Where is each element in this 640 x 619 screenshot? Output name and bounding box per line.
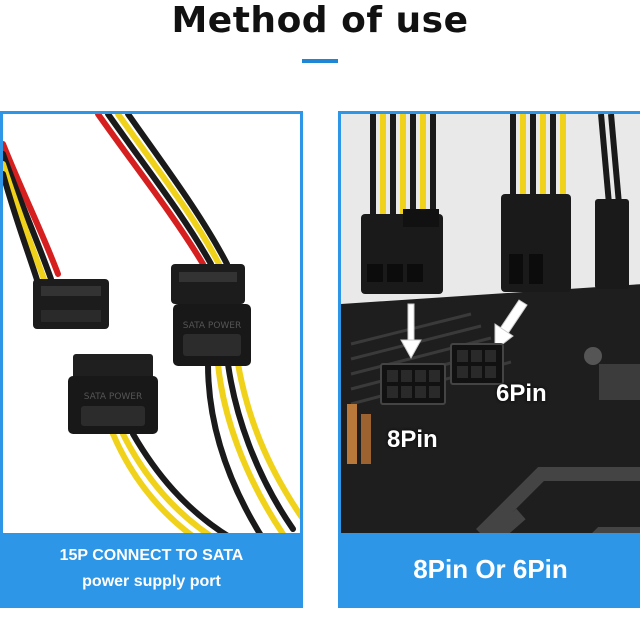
page-title: Method of use (171, 0, 469, 41)
sata-male-connector-right: SATA POWER (173, 304, 251, 366)
pcie-8pin-plug (361, 209, 443, 294)
sata-panel: SATA POWER SATA POWER 15P CONNECT TO SAT… (0, 111, 303, 608)
sata-wires (3, 114, 300, 553)
gpu-connector-photo (341, 114, 640, 605)
pcie-wires-8pin (370, 114, 436, 219)
gpu-8pin-socket (380, 363, 446, 405)
sata-male-connector-left: SATA POWER (68, 354, 158, 434)
pcie-2pin-plug (595, 199, 629, 289)
gpu-caption-text: 8Pin Or 6Pin (413, 554, 568, 584)
gpu-screw (584, 347, 602, 365)
sata-female-connector-right (171, 264, 245, 304)
copper-heatpipes (347, 404, 371, 464)
gpu-panel: 6Pin 8Pin 8Pin Or 6Pin (338, 111, 640, 608)
sata-power-text-left: SATA POWER (84, 392, 143, 402)
sata-cable-photo: SATA POWER SATA POWER (3, 114, 300, 553)
pcie-wires-6pin (510, 114, 622, 205)
gpu-6pin-socket (450, 343, 504, 385)
sata-caption-line1: 15P CONNECT TO SATA (59, 547, 244, 564)
sata-caption: 15P CONNECT TO SATA power supply port (3, 533, 300, 605)
label-8pin: 8Pin (387, 426, 438, 453)
gpu-caption: 8Pin Or 6Pin (341, 533, 640, 605)
arrow-8pin (400, 303, 422, 360)
label-6pin: 6Pin (496, 380, 547, 407)
sata-caption-line2: power supply port (82, 573, 221, 590)
pcie-6pin-plug (501, 194, 571, 292)
gpu-sticker (599, 364, 640, 400)
sata-female-connector-left (33, 279, 109, 329)
sata-power-text-right: SATA POWER (183, 321, 242, 331)
title-underline (302, 59, 338, 63)
